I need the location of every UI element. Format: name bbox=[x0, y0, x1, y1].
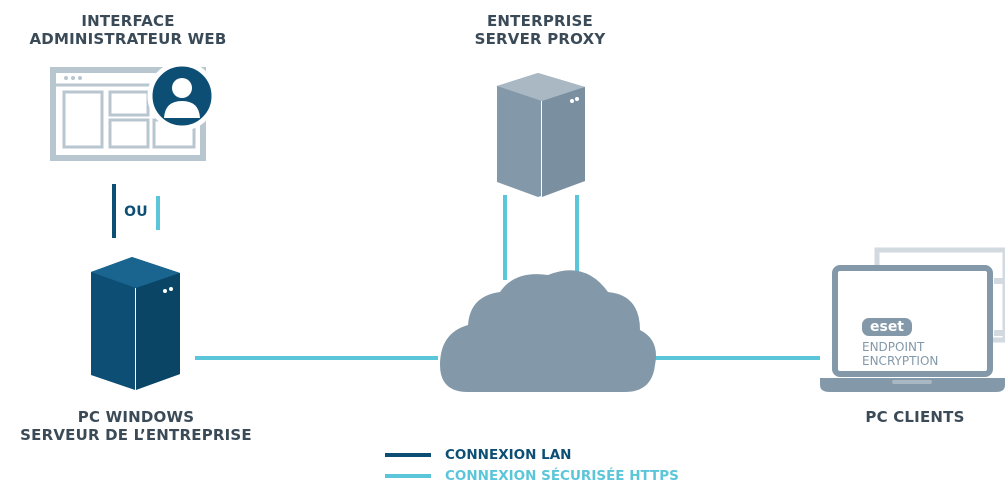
pc-clients-label-line1: PC CLIENTS bbox=[865, 408, 965, 426]
legend-item-https: CONNEXION SÉCURISÉE HTTPS bbox=[385, 468, 679, 484]
proxy-server-icon bbox=[497, 73, 585, 197]
web-admin-label: INTERFACE ADMINISTRATEUR WEB bbox=[0, 12, 256, 48]
cloud-icon bbox=[440, 270, 656, 392]
laptop-product-text: ENDPOINT ENCRYPTION bbox=[862, 340, 982, 368]
legend-item-lan: CONNEXION LAN bbox=[385, 447, 571, 463]
ou-text: OU bbox=[124, 204, 148, 220]
proxy-label: ENTERPRISE SERVER PROXY bbox=[440, 12, 640, 48]
pc-windows-label: PC WINDOWS SERVEUR DE L’ENTREPRISE bbox=[0, 408, 272, 444]
eset-logo: eset bbox=[869, 319, 904, 335]
laptop-icon bbox=[820, 247, 1005, 392]
legend-label-lan: CONNEXION LAN bbox=[445, 447, 572, 463]
ou-label: OU bbox=[119, 203, 153, 221]
web-admin-label-line2: ADMINISTRATEUR WEB bbox=[29, 30, 227, 48]
windows-server-icon bbox=[91, 257, 180, 390]
pc-windows-label-line2: SERVEUR DE L’ENTREPRISE bbox=[20, 426, 252, 444]
pc-clients-label: PC CLIENTS bbox=[840, 408, 990, 426]
web-admin-label-line1: INTERFACE bbox=[81, 12, 175, 30]
legend-swatch-lan bbox=[385, 453, 431, 457]
pc-windows-label-line1: PC WINDOWS bbox=[77, 408, 195, 426]
proxy-label-line2: SERVER PROXY bbox=[474, 30, 606, 48]
proxy-label-line1: ENTERPRISE bbox=[486, 12, 593, 30]
legend-label-https: CONNEXION SÉCURISÉE HTTPS bbox=[445, 468, 679, 484]
product-line1: ENDPOINT bbox=[862, 340, 925, 354]
product-line2: ENCRYPTION bbox=[862, 354, 939, 368]
legend-swatch-https bbox=[385, 474, 431, 478]
user-avatar-icon bbox=[147, 61, 217, 131]
